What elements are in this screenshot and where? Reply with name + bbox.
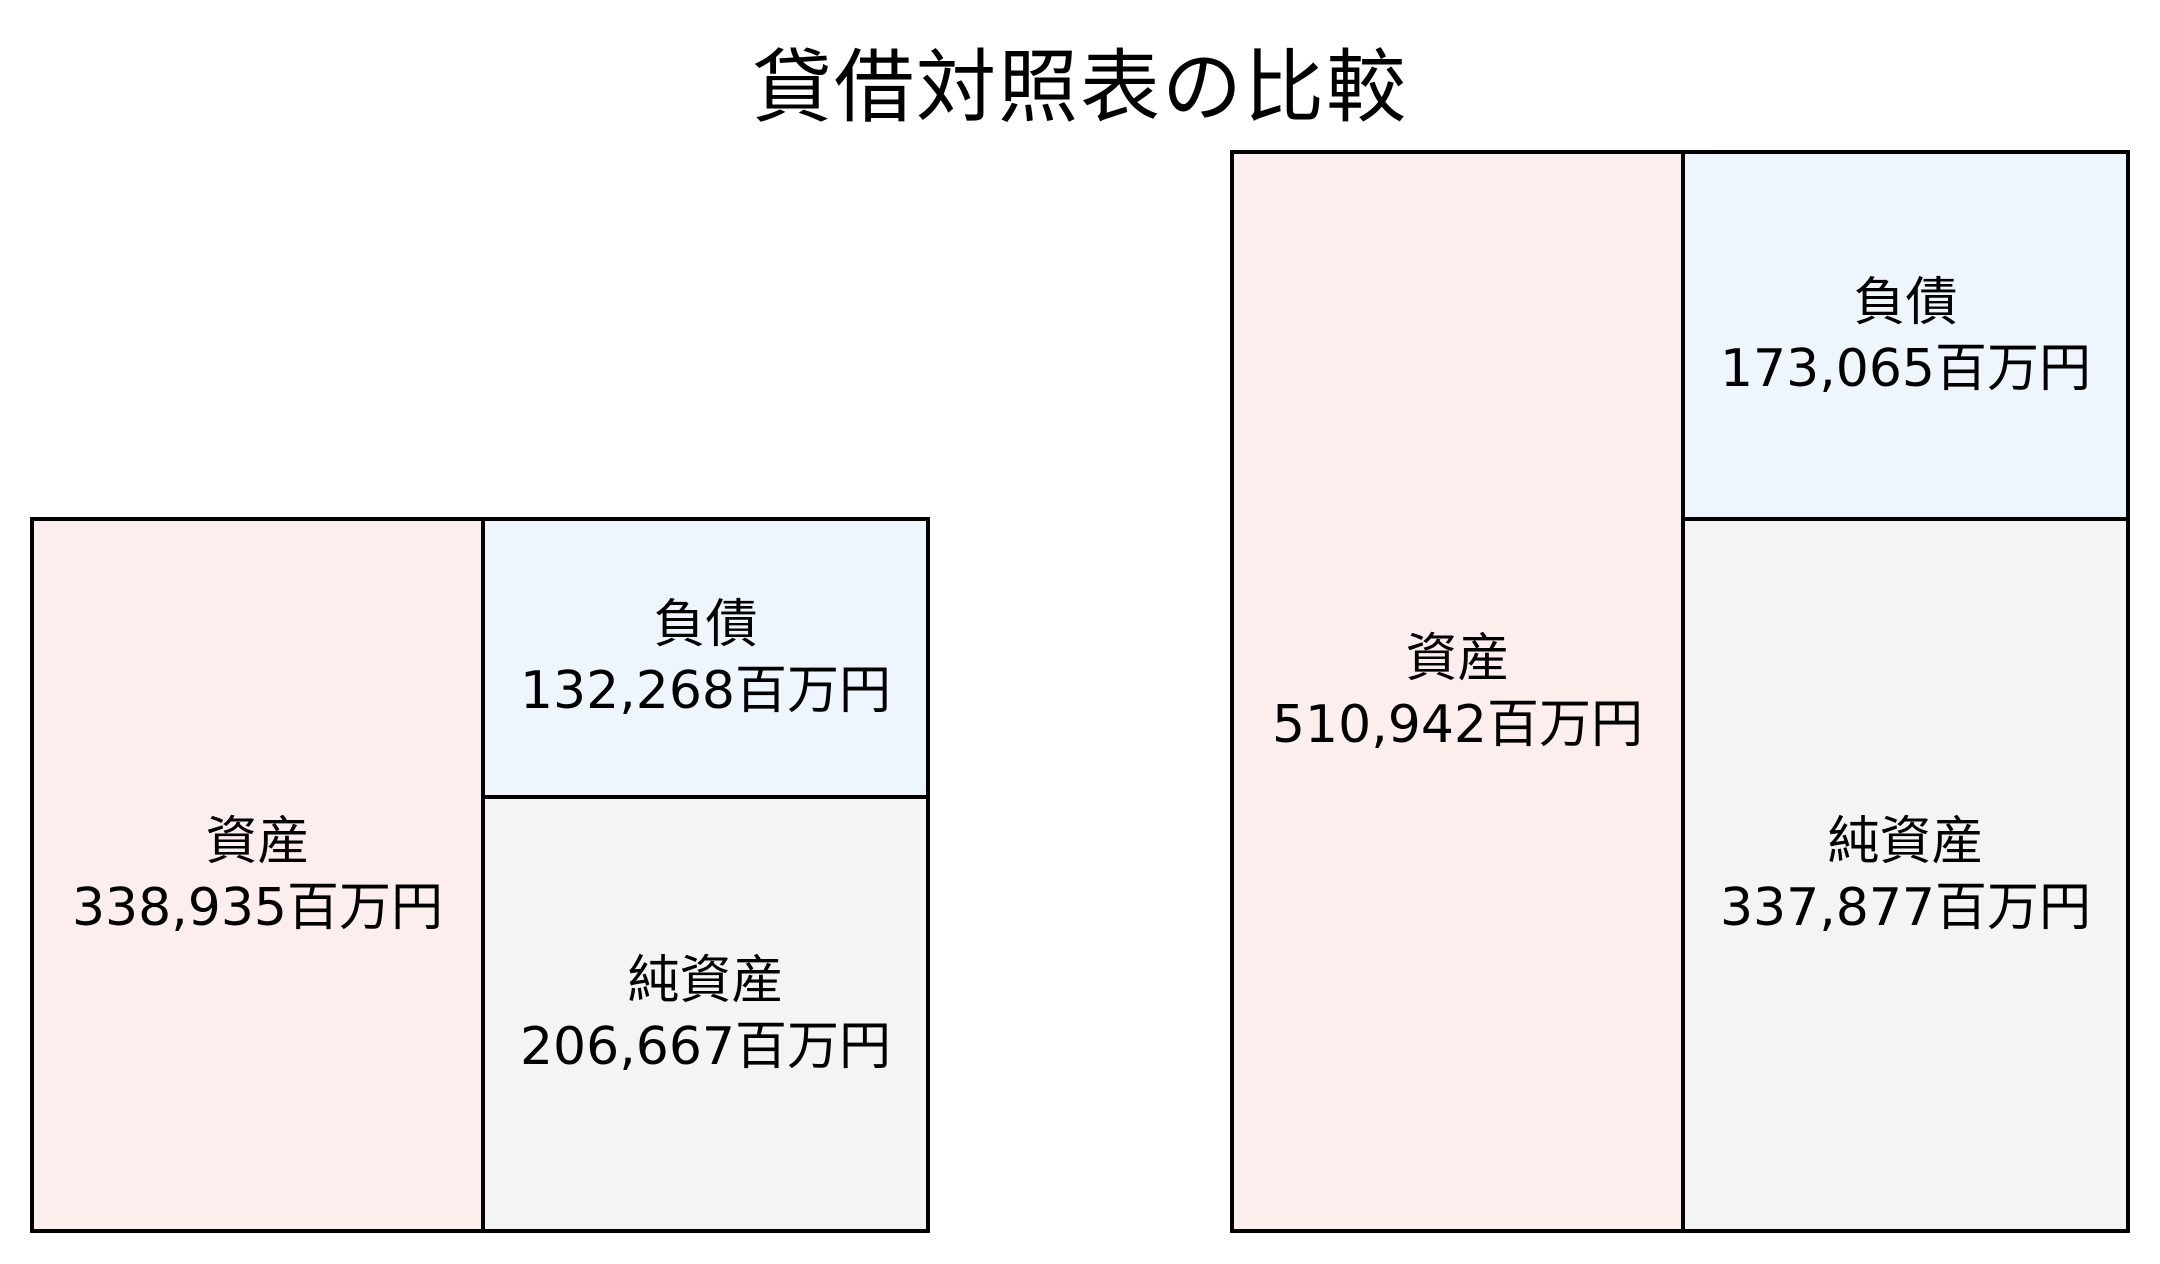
net-assets-block: 純資産 337,877百万円: [1685, 521, 2126, 1229]
liabilities-block: 負債 173,065百万円: [1685, 154, 2126, 517]
net-assets-value: 206,667百万円: [519, 1017, 892, 1077]
assets-label: 資産: [1405, 628, 1510, 689]
balance-sheet-left: 資産 338,935百万円 負債 132,268百万円 純資産 206,667百…: [30, 517, 930, 1233]
column-divider: [481, 521, 485, 1229]
net-assets-label: 純資産: [627, 951, 784, 1011]
column-divider: [1681, 154, 1685, 1229]
assets-value: 510,942百万円: [1271, 694, 1644, 755]
liabilities-label: 負債: [653, 595, 758, 655]
liabilities-label: 負債: [1853, 272, 1958, 333]
row-divider: [1685, 517, 2126, 521]
net-assets-block: 純資産 206,667百万円: [485, 799, 926, 1229]
balance-sheet-right: 資産 510,942百万円 負債 173,065百万円 純資産 337,877百…: [1230, 150, 2130, 1233]
assets-block: 資産 510,942百万円: [1234, 154, 1681, 1229]
net-assets-value: 337,877百万円: [1719, 878, 2092, 938]
row-divider: [485, 795, 926, 799]
assets-label: 資産: [205, 812, 310, 872]
assets-block: 資産 338,935百万円: [34, 521, 481, 1229]
liabilities-block: 負債 132,268百万円: [485, 521, 926, 795]
chart-title: 貸借対照表の比較: [752, 41, 1408, 134]
liabilities-value: 173,065百万円: [1719, 338, 2092, 399]
net-assets-label: 純資産: [1827, 812, 1984, 872]
assets-value: 338,935百万円: [71, 878, 444, 938]
liabilities-value: 132,268百万円: [519, 661, 892, 721]
